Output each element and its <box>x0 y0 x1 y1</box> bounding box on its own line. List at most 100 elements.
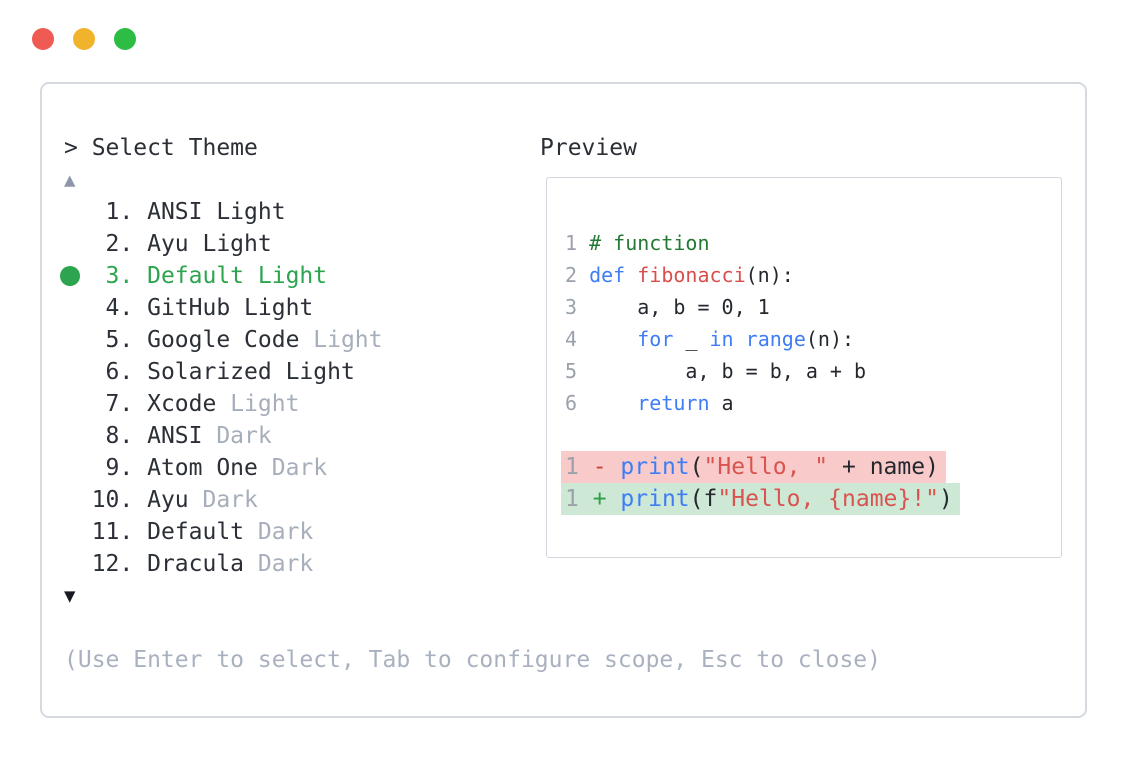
line-number: 1 <box>565 454 593 480</box>
theme-list-item[interactable]: 11. Default Dark <box>64 516 540 548</box>
code-token: print <box>620 454 690 480</box>
keyboard-hint: (Use Enter to select, Tab to configure s… <box>64 647 881 673</box>
code-token <box>607 486 621 512</box>
scroll-up-icon: ▲ <box>64 169 76 191</box>
item-variant: Light <box>202 199 286 225</box>
code-token <box>607 454 621 480</box>
item-variant: Dark <box>244 551 314 577</box>
item-name: Xcode <box>147 391 217 417</box>
theme-list-item[interactable]: 12. Dracula Dark <box>64 548 540 580</box>
item-name: Ayu <box>147 487 189 513</box>
theme-list-column: > Select Theme ▲ 1. ANSI Light 2. Ayu Li… <box>60 132 540 612</box>
code-token: return <box>637 391 710 415</box>
theme-list: 1. ANSI Light 2. Ayu Light 3. Default Li… <box>60 196 540 580</box>
line-number: 3 <box>565 295 590 319</box>
item-variant: Dark <box>202 423 272 449</box>
item-name: ANSI <box>147 199 203 225</box>
theme-list-item[interactable]: 8. ANSI Dark <box>64 420 540 452</box>
close-button[interactable] <box>32 28 54 50</box>
code-token: fibonacci <box>637 263 746 287</box>
code-line: 1 + print(f"Hello, {name}!") <box>561 483 1061 515</box>
line-number: 2 <box>565 263 590 287</box>
item-variant: Dark <box>244 519 314 545</box>
code-token: _ <box>673 327 710 351</box>
code-token: range <box>745 327 806 351</box>
item-name: Dracula <box>147 551 245 577</box>
item-number: 12. <box>64 551 148 577</box>
item-name: ANSI <box>147 423 203 449</box>
theme-picker-panel: > Select Theme ▲ 1. ANSI Light 2. Ayu Li… <box>40 82 1087 718</box>
code-token: "Hello, {name}!" <box>717 486 939 512</box>
maximize-button[interactable] <box>114 28 136 50</box>
code-token <box>589 391 637 415</box>
item-name: Google Code <box>147 327 300 353</box>
item-variant: Light <box>244 263 328 289</box>
theme-list-item[interactable]: 1. ANSI Light <box>64 196 540 228</box>
code-token: - <box>592 454 607 480</box>
item-variant: Dark <box>257 455 328 481</box>
code-token: def <box>589 263 626 287</box>
item-number: 3. <box>64 263 148 289</box>
item-number: 8. <box>64 423 148 449</box>
code-blank-line <box>565 419 1061 451</box>
item-variant: Light <box>216 391 300 417</box>
code-block: 1 # function 2 def fibonacci(n): 3 a, b = … <box>561 227 1061 515</box>
code-line: 6 return a <box>565 387 1061 419</box>
code-line: 5 a, b = b, a + b <box>565 355 1061 387</box>
item-name: Atom One <box>147 455 258 481</box>
item-number: 2. <box>64 231 148 257</box>
preview-box: 1 # function 2 def fibonacci(n): 3 a, b = … <box>546 177 1062 558</box>
item-name: Default <box>147 263 245 289</box>
code-token: print <box>620 486 690 512</box>
code-token <box>589 327 637 351</box>
scroll-down-icon: ▼ <box>64 585 76 607</box>
item-variant: Dark <box>188 487 258 513</box>
theme-list-item[interactable]: 2. Ayu Light <box>64 228 540 260</box>
item-variant: Light <box>299 327 383 353</box>
code-line: 3 a, b = 0, 1 <box>565 291 1061 323</box>
item-variant: Light <box>230 295 314 321</box>
theme-list-item[interactable]: 10. Ayu Dark <box>64 484 540 516</box>
code-token: for <box>637 327 674 351</box>
theme-list-item[interactable]: 9. Atom One Dark <box>64 452 540 484</box>
diff-added-line: 1 + print(f"Hello, {name}!") <box>561 483 960 515</box>
code-token: + name) <box>828 454 939 480</box>
line-number: 4 <box>565 327 590 351</box>
code-token: ( <box>689 454 704 480</box>
code-token: (n): <box>745 263 794 287</box>
code-line: 4 for _ in range(n): <box>565 323 1061 355</box>
preview-title: Preview <box>540 135 637 161</box>
theme-list-item[interactable]: 3. Default Light <box>60 260 540 292</box>
line-number: 1 <box>565 231 590 255</box>
code-token: ) <box>938 486 953 512</box>
item-number: 11. <box>64 519 148 545</box>
item-number: 7. <box>64 391 148 417</box>
theme-list-item[interactable]: 4. GitHub Light <box>64 292 540 324</box>
code-line: 1 # function <box>565 227 1061 259</box>
item-number: 10. <box>64 487 148 513</box>
code-line: 1 - print("Hello, " + name) <box>561 451 1061 483</box>
code-token: a <box>709 391 734 415</box>
item-number: 4. <box>64 295 148 321</box>
diff-removed-line: 1 - print("Hello, " + name) <box>561 451 946 483</box>
prompt: > Select Theme <box>64 135 258 161</box>
code-token: # function <box>589 231 710 255</box>
line-number: 5 <box>565 359 590 383</box>
item-name: Solarized <box>147 359 272 385</box>
code-token: in <box>709 327 734 351</box>
item-number: 5. <box>64 327 148 353</box>
code-token: + <box>592 486 607 512</box>
code-token <box>625 263 637 287</box>
item-variant: Light <box>188 231 272 257</box>
selected-bullet-icon <box>60 266 80 286</box>
code-token: (f <box>689 486 718 512</box>
preview-column: Preview 1 # function 2 def fibonacci(n): 3… <box>540 132 1063 612</box>
theme-list-item[interactable]: 7. Xcode Light <box>64 388 540 420</box>
theme-list-item[interactable]: 6. Solarized Light <box>64 356 540 388</box>
item-name: GitHub <box>147 295 231 321</box>
line-number: 6 <box>565 391 590 415</box>
minimize-button[interactable] <box>73 28 95 50</box>
code-token <box>734 327 746 351</box>
item-number: 9. <box>64 455 148 481</box>
theme-list-item[interactable]: 5. Google Code Light <box>64 324 540 356</box>
